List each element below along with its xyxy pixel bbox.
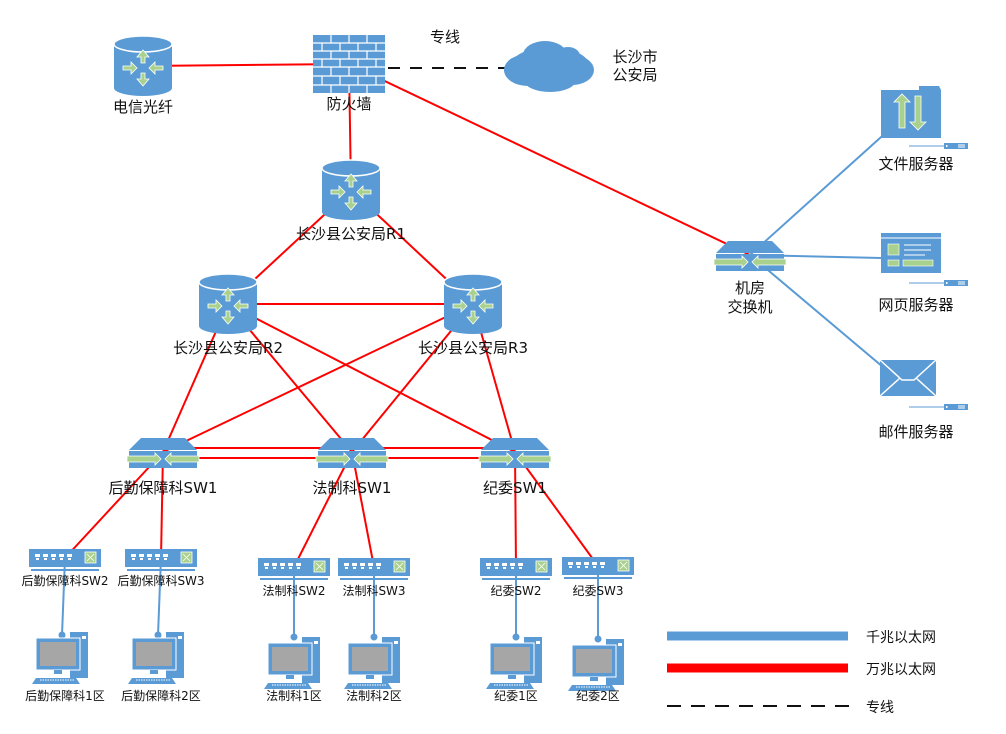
- jw-pc1-workstation-icon[interactable]: [485, 636, 543, 690]
- file-server-icon[interactable]: [881, 86, 941, 138]
- legend-gigabit-label: 千兆以太网: [866, 630, 936, 646]
- cloud-label-line1: 长沙市: [612, 48, 658, 66]
- room-switch-label-line2: 交换机: [727, 298, 773, 316]
- firewall-label: 防火墙: [326, 95, 372, 113]
- link-r2-jw_sw1: [227, 303, 516, 453]
- fz-sw1-label: 法制科SW1: [312, 479, 392, 497]
- pc-port-dot: [594, 635, 602, 643]
- file-server-label: 文件服务器: [878, 155, 954, 173]
- fz-sw2-label: 法制科SW2: [262, 584, 326, 598]
- jw-pc1-label: 纪委1区: [494, 689, 538, 703]
- r1-label: 长沙县公安局R1: [296, 225, 406, 243]
- jw-sw1-label: 纪委SW1: [483, 479, 547, 497]
- file-server-nic-icon: [908, 142, 969, 150]
- cloud-label-line2: 公安局: [612, 66, 658, 84]
- pc-port-dot: [512, 633, 520, 641]
- link-room_switch-file_server: [749, 119, 901, 256]
- mail-server-nic-icon: [908, 403, 969, 411]
- jw-pc2-label: 纪委2区: [576, 689, 620, 703]
- firewall-icon[interactable]: [313, 35, 385, 93]
- r2-router-icon[interactable]: [198, 273, 258, 335]
- cloud-icon[interactable]: [504, 41, 594, 92]
- telecom-router-icon[interactable]: [113, 35, 173, 97]
- jw-sw1-switch-icon[interactable]: [478, 437, 552, 469]
- link-hq_sw1-hq_sw3: [160, 451, 164, 559]
- r2-label: 长沙县公安局R2: [173, 339, 283, 357]
- r3-label: 长沙县公安局R3: [418, 339, 528, 357]
- mail-server-icon[interactable]: [879, 359, 937, 397]
- hq-pc2-label: 后勤保障科2区: [121, 689, 201, 703]
- pc-port-dot: [290, 633, 298, 641]
- fz-sw3-label: 法制科SW3: [342, 584, 406, 598]
- link-fz_sw1-fz_sw2: [293, 451, 353, 568]
- telecom-label: 电信光纤: [112, 98, 173, 116]
- fz-pc1-workstation-icon[interactable]: [263, 636, 321, 690]
- link-firewall-room_switch: [348, 63, 751, 256]
- pc-port-dot: [58, 631, 66, 639]
- fz-pc1-label: 法制科1区: [266, 689, 322, 703]
- pc-port-dot: [154, 631, 162, 639]
- hq-pc1-label: 后勤保障科1区: [25, 689, 105, 703]
- link-room_switch-mail_server: [749, 254, 897, 379]
- web-server-nic-icon: [908, 279, 969, 287]
- link-hq_sw1-hq_sw2: [64, 451, 164, 559]
- jw-sw2-label: 纪委SW2: [490, 584, 542, 598]
- r1-router-icon[interactable]: [321, 159, 381, 221]
- link-fz_sw1-fz_sw3: [351, 451, 375, 568]
- fz-sw1-switch-icon[interactable]: [315, 437, 389, 469]
- room-switch-label-line1: 机房: [734, 279, 765, 297]
- hq-sw3-label: 后勤保障科SW3: [117, 574, 205, 588]
- r3-router-icon[interactable]: [443, 273, 503, 335]
- nodes-layer: [28, 35, 969, 692]
- fz-pc2-label: 法制科2区: [346, 689, 402, 703]
- jw-sw3-label: 纪委SW3: [572, 584, 624, 598]
- link-jw_sw1-jw_sw3: [514, 451, 599, 567]
- legend-dedicated-label: 专线: [866, 700, 894, 716]
- web-server-label: 网页服务器: [878, 296, 954, 314]
- hq-sw1-label: 后勤保障科SW1: [108, 479, 218, 497]
- web-server-icon[interactable]: [881, 233, 941, 273]
- fz-pc2-workstation-icon[interactable]: [343, 636, 401, 690]
- hq-sw2-label: 后勤保障科SW2: [21, 574, 109, 588]
- hq-pc1-workstation-icon[interactable]: [31, 631, 89, 685]
- legend-ten-gigabit-label: 万兆以太网: [866, 662, 936, 678]
- jw-pc2-workstation-icon[interactable]: [567, 638, 625, 692]
- dedicated-line-label: 专线: [429, 28, 460, 46]
- link-jw_sw1-jw_sw2: [514, 451, 517, 568]
- mail-server-label: 邮件服务器: [878, 423, 954, 441]
- link-r3-hq_sw1: [162, 303, 474, 453]
- legend: [667, 631, 850, 707]
- hq-pc2-workstation-icon[interactable]: [127, 631, 185, 685]
- pc-port-dot: [370, 633, 378, 641]
- room-switch-icon[interactable]: [713, 240, 787, 272]
- hq-sw1-switch-icon[interactable]: [126, 437, 200, 469]
